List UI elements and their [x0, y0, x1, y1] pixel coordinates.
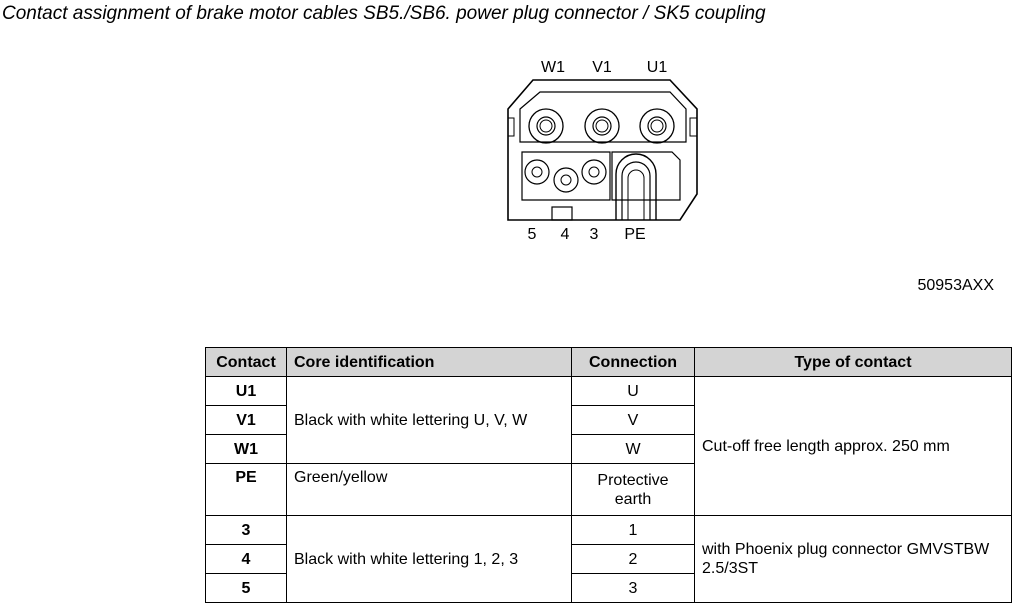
power-pin-chamber	[519, 91, 687, 143]
cell-connection: U	[571, 376, 695, 406]
cell-contact: V1	[205, 405, 287, 435]
cell-contact: 3	[205, 515, 287, 545]
table-row: U1 Black with white lettering U, V, W U …	[205, 376, 1012, 516]
cell-core-identification: Green/yellow	[286, 463, 572, 516]
cell-contact: W1	[205, 434, 287, 464]
pin-pe	[615, 153, 657, 220]
pin-w1	[528, 108, 564, 144]
pin-4	[553, 167, 579, 193]
cell-contact: U1	[205, 376, 287, 406]
figure-id: 50953AXX	[917, 277, 994, 294]
header-contact: Contact	[205, 347, 287, 377]
table-row: 3 Black with white lettering 1, 2, 3 1 w…	[205, 515, 1012, 603]
header-core-identification: Core identification	[286, 347, 572, 377]
header-type-of-contact: Type of contact	[694, 347, 1012, 377]
table-row: PE Green/yellow Protective earth	[205, 463, 1012, 516]
pin-label-w1: W1	[541, 59, 565, 76]
cell-contact: PE	[205, 463, 287, 516]
pin-label-5: 5	[528, 226, 537, 243]
cell-connection: V	[571, 405, 695, 435]
cell-core-identification: Black with white lettering U, V, W	[286, 376, 572, 464]
pin-5	[524, 159, 550, 185]
cell-connection: Protective earth	[571, 463, 695, 516]
coding-key	[551, 206, 573, 221]
table-row: 5 3	[205, 573, 1012, 603]
cell-connection: 2	[571, 544, 695, 574]
contact-assignment-table: Contact Core identification Connection T…	[205, 347, 1012, 603]
cell-contact: 5	[205, 573, 287, 603]
cell-core-identification: Black with white lettering 1, 2, 3	[286, 515, 572, 603]
cell-connection: W	[571, 434, 695, 464]
header-connection: Connection	[571, 347, 695, 377]
pe-chamber	[611, 151, 681, 201]
pin-label-4: 4	[561, 226, 570, 243]
pin-label-u1: U1	[647, 59, 668, 76]
pin-3	[581, 159, 607, 185]
connector-diagram: W1 V1 U1	[500, 52, 710, 252]
cell-contact: 4	[205, 544, 287, 574]
cell-type-of-contact: with Phoenix plug connector GMVSTBW 2.5/…	[694, 515, 1012, 603]
table-row: 4 2	[205, 544, 1012, 574]
cell-connection: 3	[571, 573, 695, 603]
page-title: Contact assignment of brake motor cables…	[2, 3, 766, 24]
cell-connection: 1	[571, 515, 695, 545]
pin-u1	[639, 108, 675, 144]
connector-housing	[507, 79, 698, 221]
pin-label-v1: V1	[592, 59, 612, 76]
table-header-row: Contact Core identification Connection T…	[205, 347, 1012, 377]
signal-pin-chamber	[521, 151, 611, 201]
pin-label-pe: PE	[624, 226, 645, 243]
pin-v1	[584, 108, 620, 144]
cell-type-of-contact: Cut-off free length approx. 250 mm	[694, 376, 1012, 516]
pin-label-3: 3	[590, 226, 599, 243]
